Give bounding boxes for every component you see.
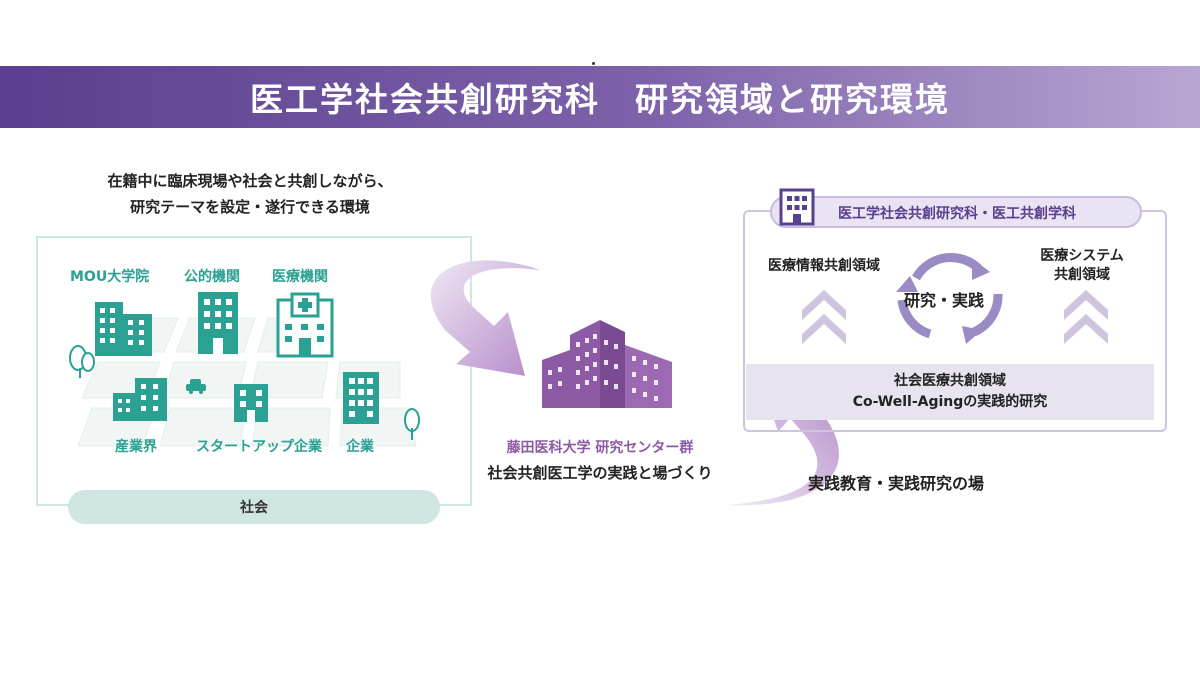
co-well-aging-label: Co-Well-Agingの実践的研究 [852,394,1048,410]
medical-system-domain-line-2: 共創領域 [1054,267,1110,283]
research-center-subtitle: 社会共創医工学の実践と場づくり [487,464,713,482]
public-institution-label: 公的機関 [184,269,240,285]
social-medical-domain-title: 社会医療共創領域 [894,373,1006,389]
company-label: 企業 [346,439,374,455]
company-building-icon [343,372,379,424]
startup-building-icon [234,384,268,422]
tree-icon [69,345,95,378]
campus-building-icon [542,320,672,408]
decorative-dot [592,62,595,65]
medical-system-domain: 医療システム 共創領域 [1020,247,1144,285]
research-center-title: 藤田医科大学 研究センター群 [506,440,694,456]
society-bar-label: 社会 [240,500,268,516]
building-icon [779,188,815,226]
tree-icon [404,408,420,440]
industry-building-icon [113,378,167,421]
practice-field-label: 実践教育・実践研究の場 [808,474,985,493]
social-medical-domain-box: 社会医療共創領域 Co-Well-Agingの実践的研究 [746,364,1154,420]
research-practice-label: 研究・実践 [903,291,984,310]
title-banner: 医工学社会共創研究科 研究領域と研究環境 [0,66,1200,128]
page-title: 医工学社会共創研究科 研究領域と研究環境 [250,80,950,119]
chevron-up-icon [1064,290,1108,344]
department-label: 医工学社会共創研究科・医工共創学科 [838,206,1076,222]
society-bar: 社会 [68,490,440,524]
intro-line-2: 研究テーマを設定・遂行できる環境 [130,198,370,216]
hospital-icon [276,292,334,358]
chevron-up-icon [802,290,846,344]
curved-arrow-icon [430,260,540,376]
department-pill [770,196,1142,228]
medical-info-domain: 医療情報共創領域 [768,258,880,274]
mou-building-icon [95,302,152,356]
intro-text: 在籍中に臨床現場や社会と共創しながら、 研究テーマを設定・遂行できる環境 [40,168,460,220]
startup-label: スタートアップ企業 [196,439,322,455]
medical-system-domain-line-1: 医療システム [1040,248,1124,264]
car-icon [186,379,206,394]
medical-institution-label: 医療機関 [272,269,328,285]
public-building-icon [198,292,238,354]
mou-label: MOU大学院 [70,269,150,285]
intro-line-1: 在籍中に臨床現場や社会と共創しながら、 [107,172,393,190]
industry-label: 産業界 [115,439,157,455]
